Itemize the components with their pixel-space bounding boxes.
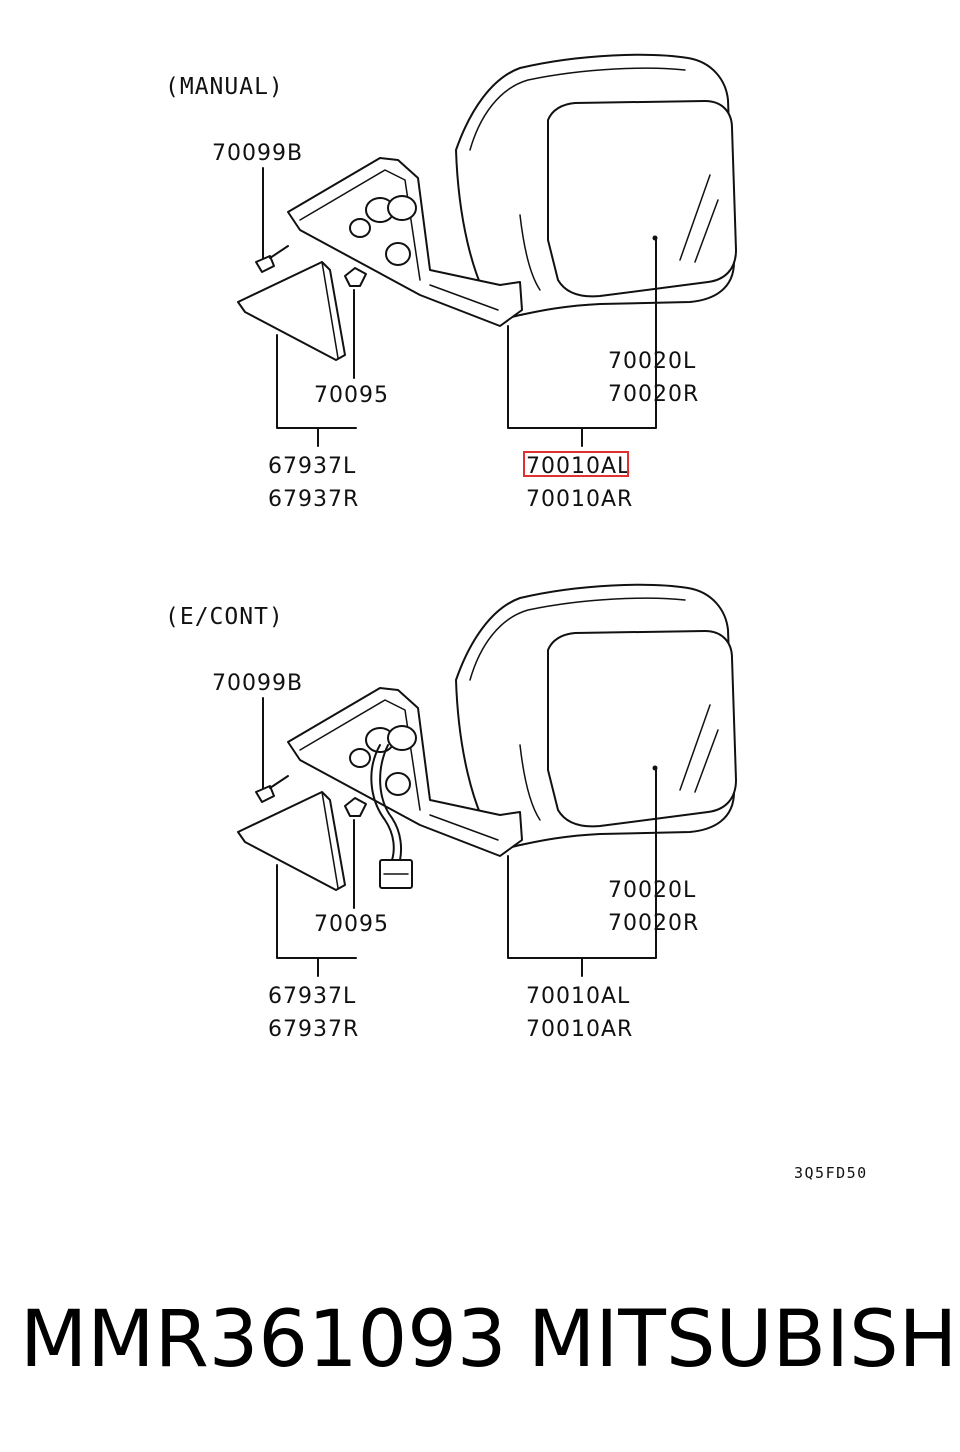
label-cover-right: 67937R <box>268 487 359 512</box>
label-clip: 70095 <box>314 383 389 408</box>
label-mirror-left[interactable]: 70010AL <box>526 454 630 479</box>
search-highlight-box <box>523 451 629 477</box>
label-bolt: 70099B <box>212 671 303 696</box>
section-manual: (MANUAL) <box>165 53 737 512</box>
label-cover-left: 67937L <box>268 454 356 479</box>
mirror-housing-drawing <box>287 583 737 857</box>
section-heading: (MANUAL) <box>165 74 284 100</box>
mirror-housing-drawing <box>287 53 737 327</box>
label-glass-right: 70020R <box>608 911 699 936</box>
leader-lines <box>262 167 657 447</box>
bolt-drawing <box>255 775 289 803</box>
triangle-cover-drawing <box>237 791 346 891</box>
label-mirror-right: 70010AR <box>526 1017 633 1042</box>
section-econt: (E/CONT) <box>165 583 737 1042</box>
footer-brand: MITSUBISHI <box>528 1295 960 1385</box>
label-glass-left: 70020L <box>608 878 696 903</box>
leader-lines <box>262 697 657 977</box>
bolt-drawing <box>255 245 289 273</box>
triangle-cover-drawing <box>237 261 346 361</box>
label-cover-right: 67937R <box>268 1017 359 1042</box>
label-glass-right: 70020R <box>608 382 699 407</box>
clip-drawing <box>344 267 367 287</box>
footer-part-number: MMR361093 <box>20 1295 507 1385</box>
wire-harness-drawing <box>370 744 413 889</box>
label-glass-left: 70020L <box>608 349 696 374</box>
label-clip: 70095 <box>314 912 389 937</box>
label-mirror-left: 70010AL <box>526 984 630 1009</box>
section-heading: (E/CONT) <box>165 604 284 630</box>
label-cover-left: 67937L <box>268 984 356 1009</box>
label-mirror-right: 70010AR <box>526 487 633 512</box>
label-bolt: 70099B <box>212 141 303 166</box>
diagram-code: 3Q5FD50 <box>794 1164 868 1182</box>
clip-drawing <box>344 797 367 817</box>
